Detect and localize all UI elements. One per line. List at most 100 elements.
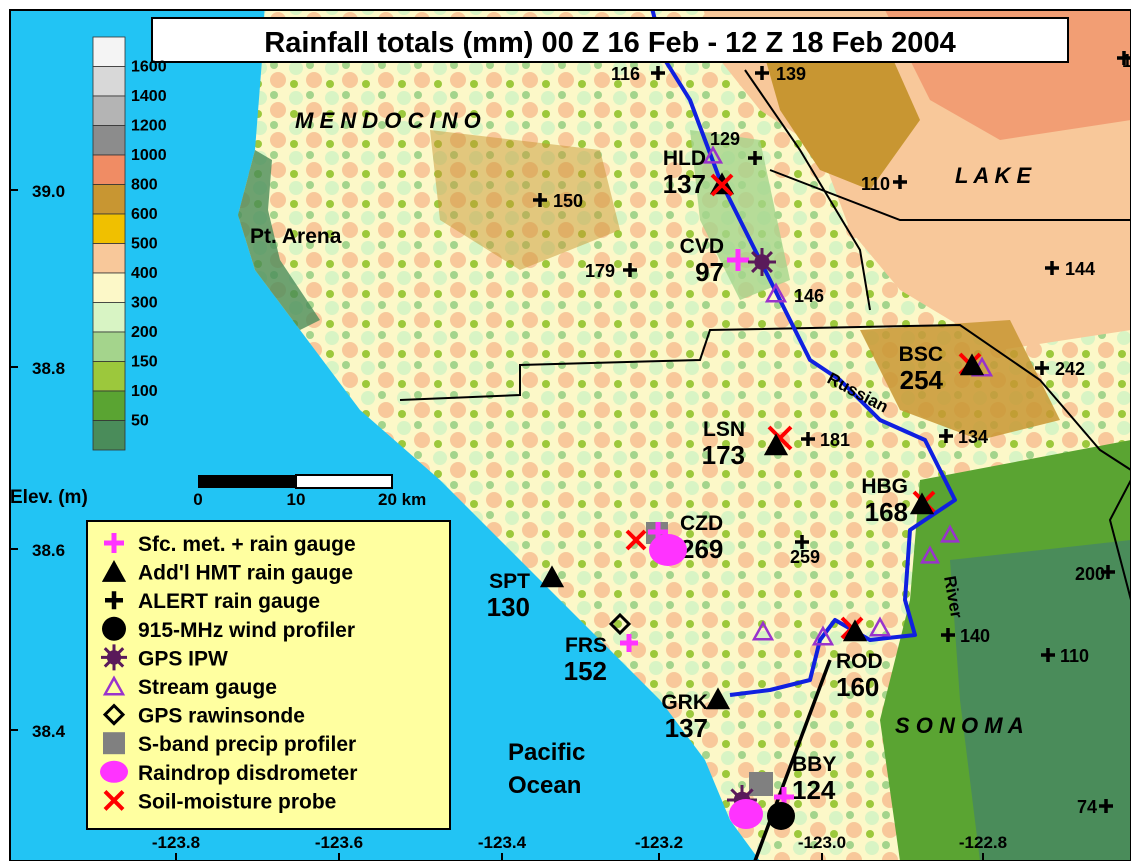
alert-value: 139: [776, 64, 806, 84]
elevation-swatch: [92, 420, 126, 451]
lon-tick-123-0: -123.0: [798, 833, 846, 852]
elevation-swatch: [92, 154, 126, 185]
alert-value: 134: [958, 427, 988, 447]
elevation-label-150: 150: [131, 354, 158, 371]
elevation-swatch: [92, 36, 126, 67]
black-circle-icon: [102, 616, 126, 641]
legend-label: Add'l HMT rain gauge: [138, 562, 353, 585]
title-box: [151, 17, 1069, 63]
station-code: FRS: [565, 634, 607, 657]
label-sonoma: S O N O M A: [895, 713, 1024, 738]
station-total: 269: [680, 534, 723, 564]
alert-value: 259: [790, 547, 820, 567]
lon-tick-123-8: -123.8: [152, 833, 200, 852]
alert-value: 144: [1065, 259, 1095, 279]
stations: HLD137CVD97BSC254LSN173HBG168CZD269SPT13…: [487, 145, 994, 830]
scale-label-20: 20 km: [378, 490, 426, 509]
open-triangle-icon: [102, 675, 126, 696]
county-line-sonoma: [399, 323, 1131, 471]
station-total: 173: [702, 440, 745, 470]
label-ocean: Ocean: [508, 772, 581, 799]
alert-value: 74: [1077, 797, 1097, 817]
ridge-west: [430, 130, 620, 270]
elevation-label-300: 300: [131, 295, 158, 312]
station-total: 130: [487, 592, 530, 622]
label-lake: L A K E: [955, 163, 1033, 188]
alert-value: 200: [1075, 564, 1105, 584]
legend-label: S-band precip profiler: [138, 733, 356, 756]
elevation-label-1600: 1600: [131, 59, 167, 76]
station-code: BBY: [792, 753, 836, 776]
coastal-lowland: [238, 150, 320, 330]
lat-tick-38-4: 38.4: [32, 722, 66, 741]
legend-row: S-band precip profiler: [103, 732, 356, 756]
alert-value: 181: [820, 430, 850, 450]
symbol-legend-box: [86, 520, 451, 830]
scale-label-0: 0: [193, 490, 202, 509]
elevation-legend: 1600140012001000800600500400300200150100…: [92, 36, 167, 451]
alert-value: 116: [611, 64, 640, 84]
elevation-swatch: [92, 331, 126, 362]
alert-value: 148: [1122, 51, 1131, 71]
county-line-east: [1108, 479, 1131, 601]
legend-label: Soil-moisture probe: [138, 790, 336, 813]
label-mendocino: M E N D O C I N O: [295, 108, 481, 133]
elevation-label-600: 600: [131, 206, 158, 223]
county-line-lake-north: [769, 169, 1131, 221]
elevation-label-500: 500: [131, 236, 158, 253]
legend-label: GPS rawinsonde: [138, 705, 305, 728]
elevation-swatch: [92, 66, 126, 97]
lon-tick-123-6: -123.6: [315, 833, 363, 852]
map-frame: [9, 9, 1131, 861]
legend-row: GPS IPW: [101, 644, 228, 670]
elevation-swatch: [92, 213, 126, 244]
alert-value: 140: [960, 626, 990, 646]
station-code: BSC: [899, 343, 943, 366]
label-pt-arena: Pt. Arena: [250, 225, 342, 248]
elevation-label-1000: 1000: [131, 147, 167, 164]
elevation-swatch: [92, 95, 126, 126]
alert-value: 179: [585, 261, 615, 281]
legend-label: GPS IPW: [138, 647, 228, 670]
legend-label: 915-MHz wind profiler: [138, 619, 355, 642]
station-code: HBG: [861, 475, 908, 498]
station-total: 160: [836, 672, 879, 702]
scale-label-10: 10: [287, 490, 306, 509]
legend-row: ALERT rain gauge: [105, 590, 320, 613]
station-code: CVD: [680, 235, 724, 258]
red-x-icon: [103, 789, 125, 811]
station-code: SPT: [489, 570, 530, 593]
lat-tick-39-0: 39.0: [32, 182, 65, 201]
legend-label: Stream gauge: [138, 676, 277, 699]
elevation-label-200: 200: [131, 324, 158, 341]
elevation-swatch: [92, 272, 126, 303]
alert-value: 110: [861, 174, 890, 194]
station-total: 97: [695, 257, 724, 287]
gray-square-icon: [103, 732, 125, 755]
elevation-label-800: 800: [131, 177, 158, 194]
station-total: 152: [564, 656, 607, 686]
elevation-legend-title: Elev. (m): [10, 487, 88, 508]
lat-tick-38-8: 38.8: [32, 359, 65, 378]
black-triangle-icon: [101, 560, 127, 582]
station-total: 254: [900, 365, 944, 395]
latitude-ticks: 39.0 38.8 38.6 38.4: [10, 182, 66, 741]
elevation-swatch: [92, 361, 126, 392]
alert-value: 150: [553, 191, 583, 211]
label-pacific: Pacific: [508, 739, 585, 766]
elevation-label-1200: 1200: [131, 118, 167, 135]
station-total: 137: [663, 169, 706, 199]
station-code: GRK: [661, 691, 708, 714]
